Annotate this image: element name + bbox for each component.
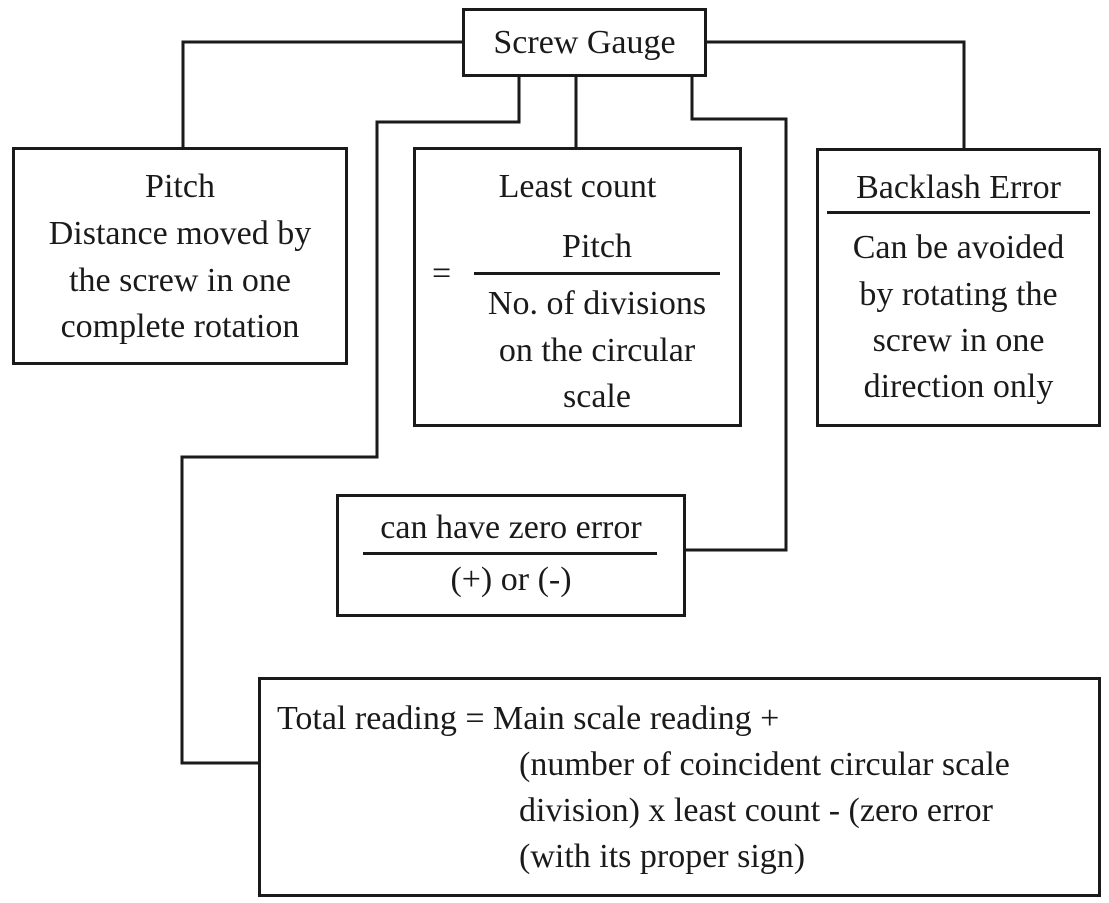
least-count-fraction-bar	[474, 272, 720, 275]
backlash-line-1: Can be avoided	[852, 229, 1065, 266]
backlash-line-2: by rotating the	[859, 276, 1058, 313]
total-reading-line-3: division) x least count - (zero error	[519, 792, 993, 829]
least-count-equals: =	[432, 255, 452, 292]
backlash-error-underline	[827, 211, 1090, 214]
backlash-error-title: Backlash Error	[856, 169, 1061, 206]
least-count-numerator: Pitch	[562, 228, 632, 265]
zero-error-title: can have zero error	[380, 509, 642, 546]
least-count-denominator-line-2: on the circular	[498, 332, 696, 369]
least-count-denominator-line-3: scale	[563, 378, 631, 415]
backlash-line-3: screw in one	[872, 322, 1045, 359]
total-reading-line-2: (number of coincident circular scale	[519, 746, 1010, 783]
least-count-title: Least count	[498, 168, 657, 205]
screw-gauge-label: Screw Gauge	[493, 24, 676, 61]
zero-error-subtitle: (+) or (-)	[450, 561, 572, 598]
connector-root-to-zero-error	[685, 76, 788, 552]
screw-gauge-box: Screw Gauge	[462, 8, 707, 77]
total-reading-line-4: (with its proper sign)	[519, 838, 806, 875]
backlash-error-box: Backlash Error Can be avoided by rotatin…	[816, 148, 1101, 427]
pitch-line-1: Distance moved by	[48, 215, 312, 252]
least-count-box: Least count = Pitch No. of divisions on …	[413, 147, 742, 427]
zero-error-box: can have zero error (+) or (-)	[336, 494, 686, 617]
connector-root-to-pitch	[181, 40, 464, 148]
pitch-line-3: complete rotation	[60, 308, 300, 345]
pitch-line-2: the screw in one	[69, 262, 291, 299]
zero-error-underline	[363, 552, 657, 555]
connector-root-to-total-reading	[180, 76, 521, 765]
backlash-line-4: direction only	[863, 368, 1054, 405]
total-reading-box: Total reading = Main scale reading + (nu…	[258, 677, 1101, 897]
total-reading-line-1: Total reading = Main scale reading +	[277, 700, 780, 737]
pitch-box: Pitch Distance moved by the screw in one…	[12, 147, 348, 365]
connector-root-to-backlash	[706, 40, 966, 150]
pitch-title: Pitch	[145, 168, 215, 205]
least-count-denominator-line-1: No. of divisions	[487, 285, 707, 322]
